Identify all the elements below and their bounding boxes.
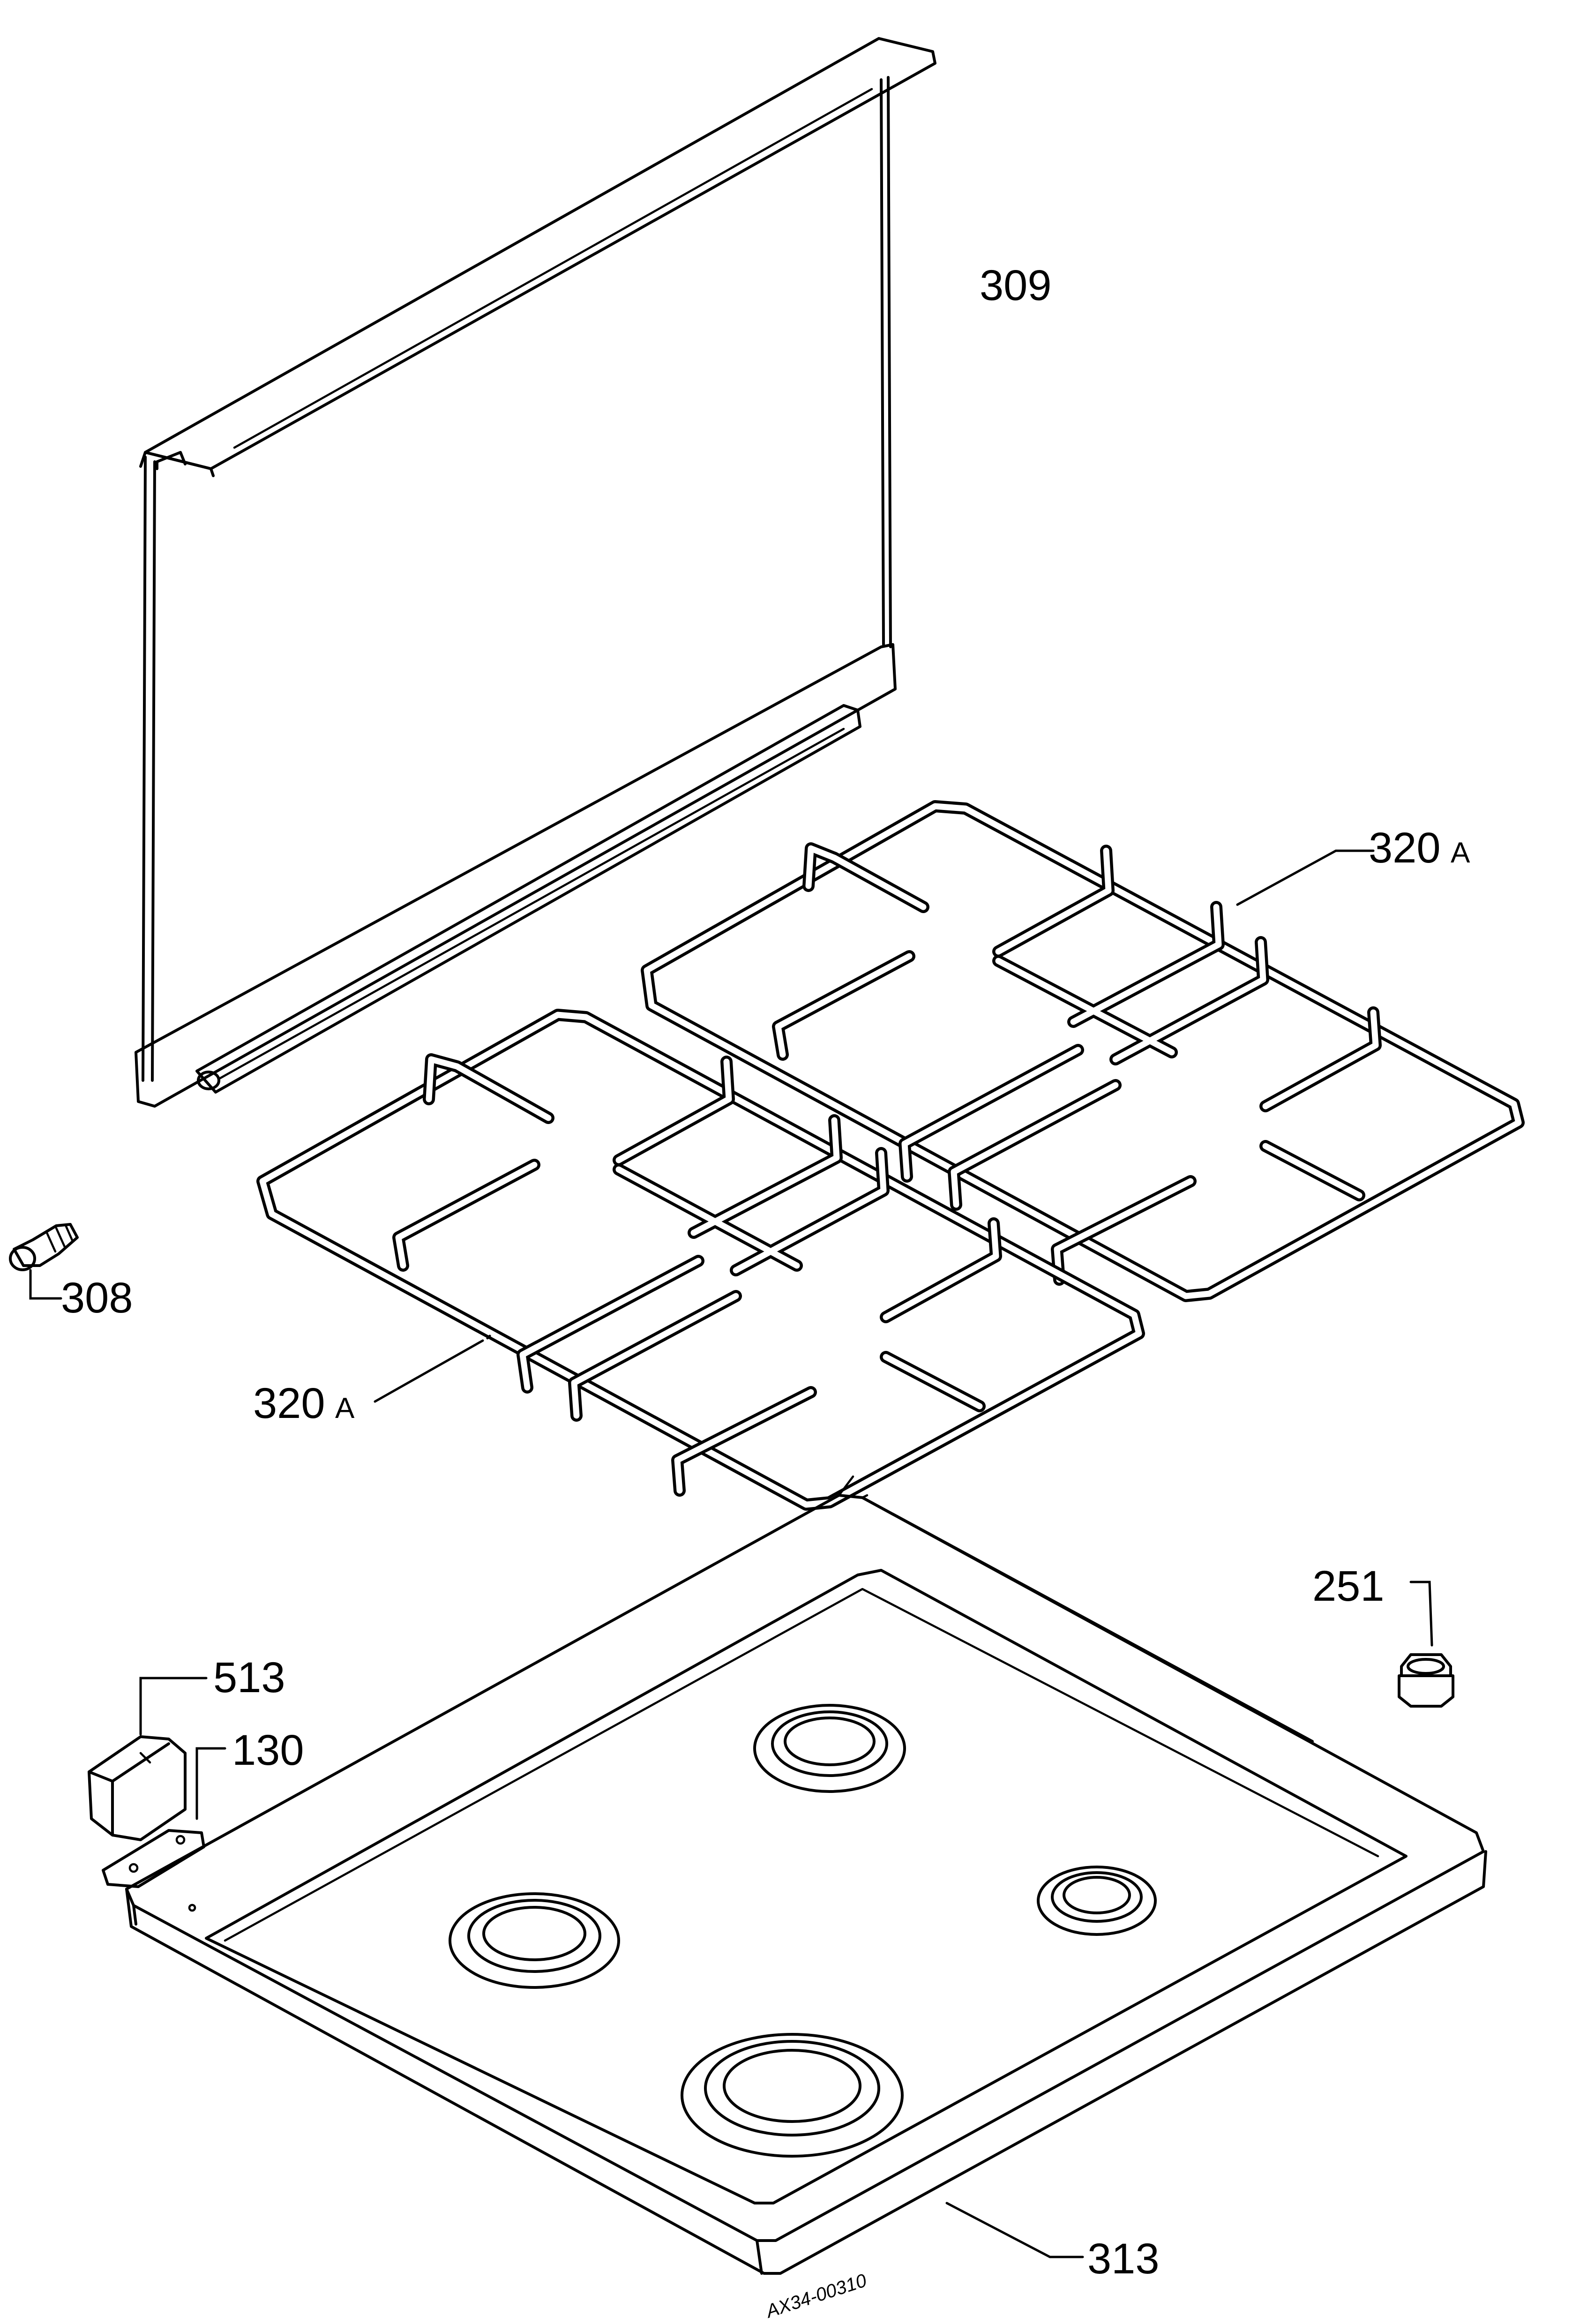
label-309: 309	[980, 262, 1052, 309]
label-320a-back: 320	[1369, 824, 1441, 872]
drawing-reference: AX34-00310	[763, 2270, 869, 2322]
burner-left-icon	[449, 1892, 620, 1989]
label-320a-back-suffix: A	[1451, 837, 1470, 869]
label-513: 513	[213, 1654, 285, 1702]
bracket-130	[102, 1747, 226, 1888]
pan-support-320a-front	[256, 1009, 1145, 1511]
burner-rear-icon	[753, 1704, 906, 1793]
label-320a-front-suffix: A	[335, 1392, 355, 1424]
label-308: 308	[61, 1274, 133, 1322]
pan-support-320a-back	[641, 800, 1525, 1302]
glass-lid-309	[135, 37, 936, 1108]
screw-308	[9, 1223, 79, 1300]
label-130: 130	[232, 1726, 304, 1774]
label-320a-front: 320	[253, 1379, 325, 1427]
clip-513	[88, 1677, 208, 1841]
label-313: 313	[1087, 2235, 1160, 2283]
hob-top-313	[125, 1475, 1487, 2275]
knob-251	[1398, 1581, 1454, 1708]
burner-right-icon	[1037, 1866, 1157, 1936]
label-251: 251	[1312, 1562, 1385, 1610]
burner-front-icon	[681, 2033, 904, 2158]
